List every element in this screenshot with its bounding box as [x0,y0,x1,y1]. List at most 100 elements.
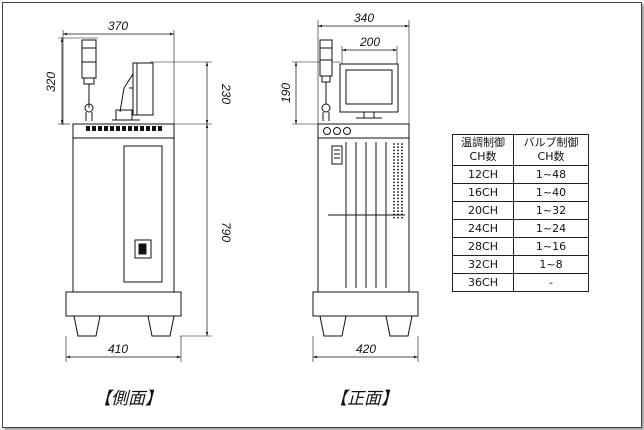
grill-dot [401,168,403,171]
grill-dot [401,207,403,209]
grill-dot [401,143,403,145]
grill-dot [397,216,399,219]
grill-dot [393,197,395,200]
grill-dot [393,184,395,187]
grill-dot [393,191,395,193]
grill-dot [397,187,399,190]
grill-dot [401,178,403,181]
vent-hole [110,126,114,131]
grill-dot [393,159,395,161]
front-panel-slots [345,142,387,288]
grill-dot [393,143,395,145]
side-view [58,30,212,362]
grill-dot [393,168,395,171]
side-monitor-height-label: 230 [219,83,233,104]
grill-dot [401,171,403,174]
vent-hole [146,126,150,131]
grill-dot [401,200,403,203]
valve-ch-cell: 1~8 [513,255,589,274]
grill-dot [401,203,403,206]
grill-dot [401,146,403,149]
grill-dot [393,187,395,190]
grill-dot [393,155,395,158]
grill-dot [393,152,395,155]
grill-dot [397,162,399,165]
grill-dot [397,194,399,197]
grill-dot [393,175,395,177]
front-monitor-width-label: 200 [359,35,380,49]
grill-dot [393,216,395,219]
valve-ch-cell: 1~24 [513,219,589,238]
vent-hole [86,126,90,131]
vent-hole [152,126,156,131]
grill-dot [397,149,399,152]
valve-ch-cell: 1~32 [513,201,589,220]
grill-dot [401,175,403,177]
side-view-caption: 【側面】 [94,389,162,409]
grill-dot [401,197,403,200]
temp-control-header: 温調制御 CH数 [452,134,514,166]
vent-hole [140,126,144,131]
grill-dot [397,143,399,145]
grill-dot [401,159,403,161]
grill-dot [393,171,395,174]
grill-dot [397,159,399,161]
vent-hole [122,126,126,131]
grill-dot [397,168,399,171]
vent-hole [116,126,120,131]
side-top-width-label: 370 [108,19,128,33]
vent-hole [92,126,96,131]
grill-dot [393,194,395,197]
valve-ch-cell: - [513,273,589,292]
grill-dot [397,191,399,193]
grill-dot [401,149,403,152]
grill-dot [397,175,399,177]
temp-ch-cell: 28CH [452,237,514,256]
front-view [292,20,419,362]
grill-dot [401,187,403,190]
grill-dot [397,207,399,209]
front-vent-grill [393,143,403,219]
table-row: 36CH- [452,273,589,292]
grill-dot [401,191,403,193]
grill-dot [397,181,399,184]
grill-dot [393,149,395,152]
grill-dot [397,155,399,158]
grill-dot [401,152,403,155]
grill-dot [397,165,399,168]
valve-ch-cell: 1~16 [513,237,589,256]
vent-hole [128,126,132,131]
grill-dot [393,200,395,203]
temp-ch-cell: 24CH [452,219,514,238]
grill-dot [397,200,399,203]
grill-dot [393,203,395,206]
grill-dot [401,210,403,213]
side-base-width-label: 410 [108,342,128,356]
temp-ch-cell: 36CH [452,273,514,292]
grill-dot [401,181,403,184]
grill-dot [393,178,395,181]
temp-ch-cell: 20CH [452,201,514,220]
grill-dot [397,184,399,187]
front-upper-height-label: 190 [279,83,293,103]
grill-dot [401,165,403,168]
grill-dot [401,155,403,158]
valve-control-header: バルブ制御 CH数 [513,134,589,166]
grill-dot [401,162,403,165]
grill-dot [393,146,395,149]
grill-dot [397,203,399,206]
grill-dot [397,178,399,181]
vent-hole [98,126,102,131]
vent-hole [158,126,162,131]
vent-hole [134,126,138,131]
grill-dot [393,213,395,216]
grill-dot [397,213,399,216]
grill-dot [401,216,403,219]
grill-dot [401,213,403,216]
grill-dot [393,207,395,209]
